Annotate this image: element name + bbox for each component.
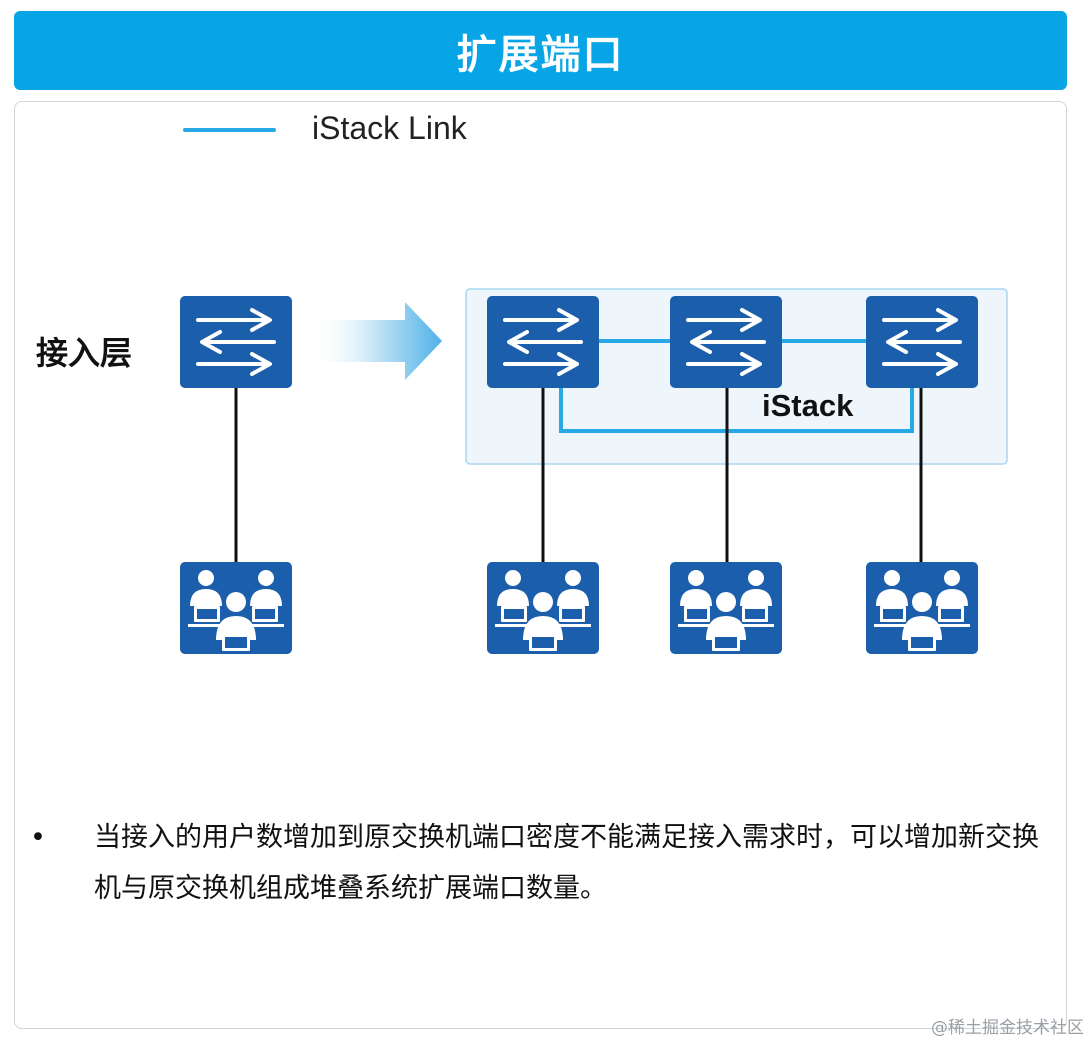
description-text: 当接入的用户数增加到原交换机端口密度不能满足接入需求时，可以增加新交换机与原交换… <box>94 822 1039 904</box>
user-group-icon <box>866 562 978 654</box>
access-links <box>234 387 923 563</box>
user-group-icon <box>180 562 292 654</box>
header-banner: 扩展端口 <box>14 11 1067 90</box>
bullet: • <box>30 822 46 853</box>
istack-links <box>559 339 914 433</box>
switch-icon <box>487 296 599 388</box>
legend-line-istack-link <box>183 128 276 132</box>
switch-icon <box>180 296 292 388</box>
right-arrow-icon <box>312 302 442 380</box>
watermark: @稀土掘金技术社区 <box>931 1018 1084 1038</box>
page-title: 扩展端口 <box>456 31 625 78</box>
user-group-icon <box>670 562 782 654</box>
access-layer-label: 接入层 <box>36 334 133 372</box>
istack-label: iStack <box>762 388 854 423</box>
switch-icon <box>670 296 782 388</box>
user-group-icon <box>487 562 599 654</box>
legend-label: iStack Link <box>312 110 467 146</box>
switch-icon <box>866 296 978 388</box>
